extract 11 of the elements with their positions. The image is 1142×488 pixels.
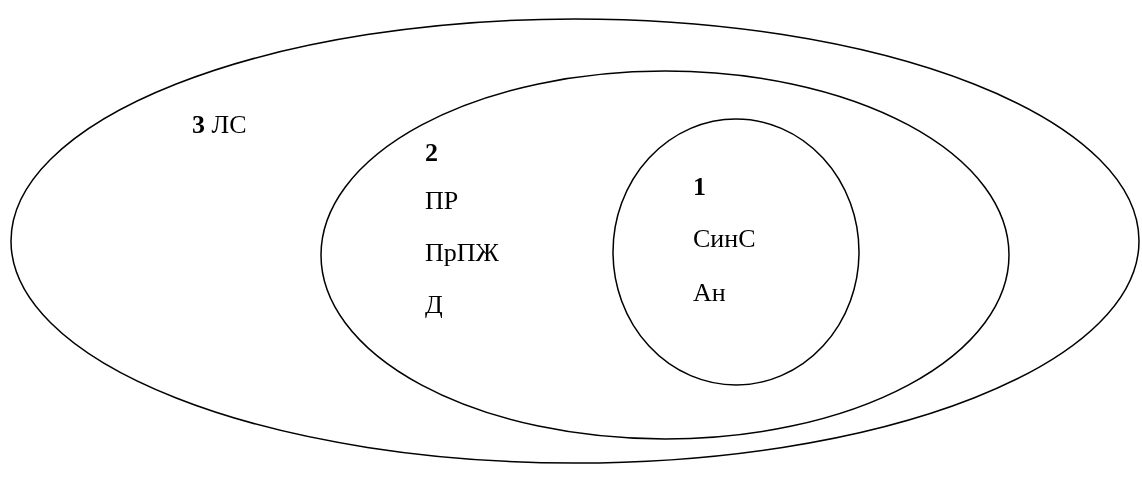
set-number: 1 (693, 172, 706, 202)
set-label: СинС (693, 224, 756, 254)
set-label: ПР (425, 186, 459, 216)
set-label: ПрПЖ (425, 238, 499, 268)
outer-ellipse (10, 18, 1140, 464)
set-label: Д (425, 290, 443, 320)
inner-circle (612, 118, 860, 386)
middle-ellipse (320, 70, 1010, 440)
set-label: Ан (693, 278, 726, 308)
set-number: 2 (425, 138, 438, 168)
set-label: 3 ЛС (192, 110, 247, 140)
